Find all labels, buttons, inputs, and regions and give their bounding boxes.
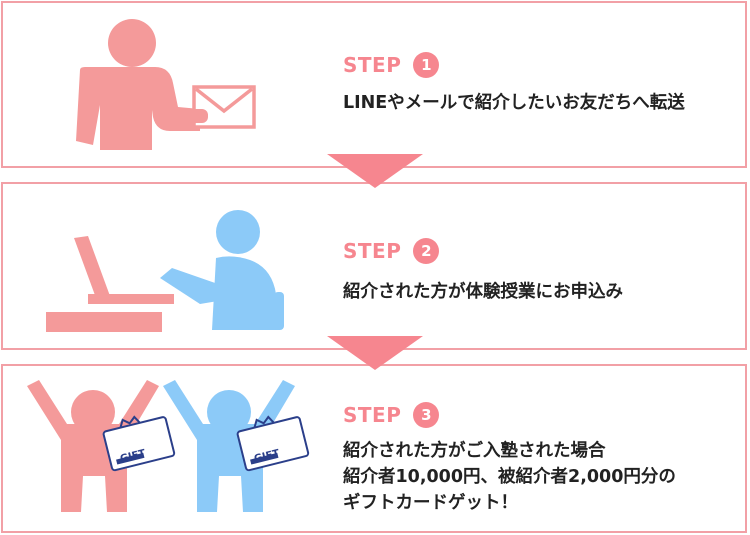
person-at-laptop-icon [46, 210, 284, 332]
step-3-description-line-3: ギフトカードゲット！ [343, 493, 518, 513]
step-number-badge: 1 [413, 52, 440, 78]
step-1-heading: STEP 1 [343, 52, 440, 78]
step-2-description: 紹介された方が体験授業にお申込み [343, 282, 623, 302]
step-number-badge: 3 [413, 402, 440, 428]
down-arrow-icon [327, 154, 423, 188]
people-with-gift-cards-icon: GIFT GIFT [27, 380, 310, 512]
step-3-heading: STEP 3 [343, 402, 440, 428]
person-sending-mail-icon [76, 19, 256, 150]
step-1-description: LINEやメールで紹介したいお友だちへ転送 [343, 93, 685, 113]
step-3-description-line-2: 紹介者10,000円、被紹介者2,000円分の [343, 467, 676, 487]
step-2-heading: STEP 2 [343, 238, 440, 264]
step-label: STEP [343, 239, 402, 263]
step-label: STEP [343, 403, 402, 427]
step-label: STEP [343, 53, 402, 77]
down-arrow-icon [327, 336, 423, 370]
step-3-description-line-1: 紹介された方がご入塾された場合 [343, 441, 606, 461]
step-number-badge: 2 [413, 238, 440, 264]
